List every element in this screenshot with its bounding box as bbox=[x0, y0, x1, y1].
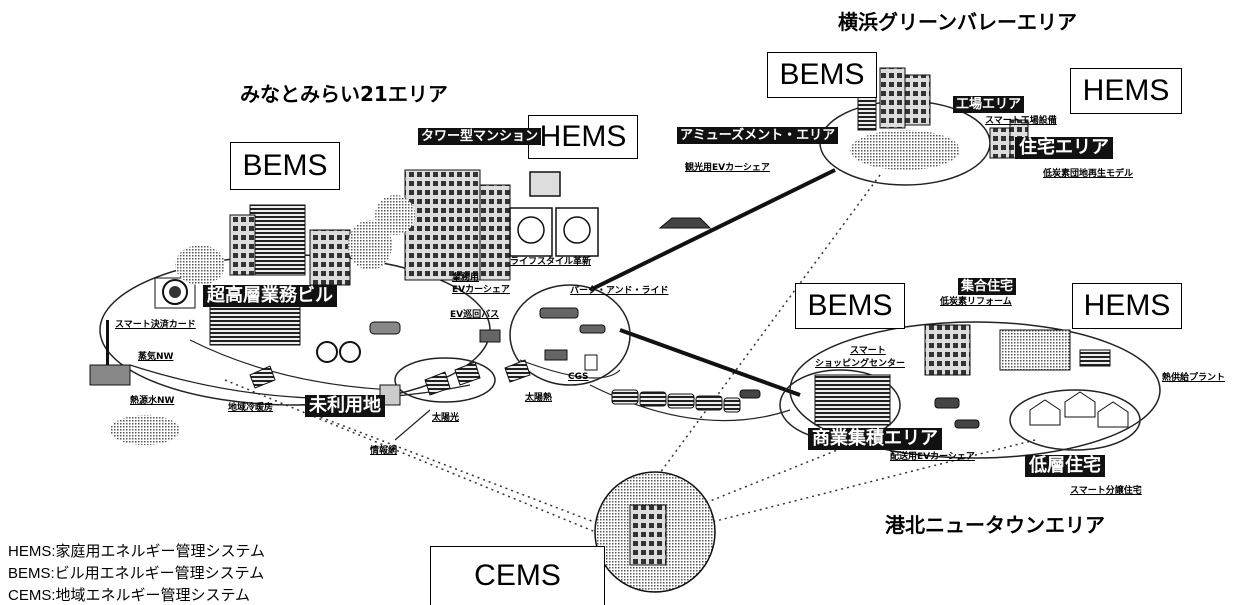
unused-land-tag: 未利用地 bbox=[305, 395, 385, 417]
hot-water-line bbox=[129, 364, 471, 400]
district-cooling-label: 地域冷暖房 bbox=[228, 403, 274, 413]
residential-area-tag: 住宅エリア bbox=[1015, 137, 1113, 159]
park-ride-label: パーク・アンド・ライド bbox=[570, 286, 669, 296]
kohoku-ellipse bbox=[789, 321, 1161, 459]
solar-heat-label: 太陽熱 bbox=[525, 393, 553, 403]
cems-box: CEMS bbox=[430, 546, 605, 605]
low-carbon-reform-label: 低炭素リフォーム bbox=[940, 297, 1012, 307]
heat-plant-label: 熱供給プラント bbox=[1162, 373, 1226, 383]
smart-shopping-label-2: ショッピングセンター bbox=[815, 359, 906, 369]
area-title-minato: みなとみらい21エリア bbox=[240, 82, 448, 106]
smart-payment-label: スマート決済カード bbox=[115, 320, 196, 330]
steam-line bbox=[189, 339, 396, 391]
low-carbon-label: 低炭素団地再生モデル bbox=[1043, 169, 1134, 179]
area-title-kohoku: 港北ニュータウンエリア bbox=[885, 513, 1105, 537]
legend-cems: CEMS:地域エネルギー管理システム bbox=[8, 587, 251, 604]
info-net-line bbox=[394, 409, 431, 441]
factory-area-tag: 工場エリア bbox=[953, 96, 1025, 113]
hems-top-box: HEMS bbox=[1070, 68, 1182, 114]
smart-shopping-label-1: スマート bbox=[850, 346, 886, 356]
park-ride-ellipse bbox=[509, 284, 631, 386]
amusement-area-tag: アミューズメント・エリア bbox=[677, 127, 839, 144]
low-rise-tag: 低層住宅 bbox=[1025, 455, 1105, 477]
steam-nw-label: 蒸気NW bbox=[138, 352, 174, 362]
apartment-tag: 集合住宅 bbox=[958, 278, 1017, 295]
cems-links bbox=[224, 174, 1036, 541]
solar-ellipse bbox=[394, 357, 496, 403]
train bbox=[611, 389, 741, 413]
trunk-links bbox=[589, 168, 836, 397]
park-ride-items bbox=[479, 307, 606, 371]
tower-mansion-tag: タワー型マンション bbox=[418, 128, 542, 145]
legend-hems: HEMS:家庭用エネルギー管理システム bbox=[8, 543, 266, 560]
legend-bems: BEMS:ビル用エネルギー管理システム bbox=[8, 565, 265, 582]
kohoku-buildings bbox=[814, 324, 1129, 428]
hems-right-box: HEMS bbox=[1072, 283, 1182, 329]
business-ev-label-2: EVカーシェア bbox=[452, 285, 510, 295]
super-office-tag: 超高層業務ビル bbox=[203, 285, 337, 307]
hems-center-box: HEMS bbox=[528, 115, 638, 159]
ev-bus-label: EV巡回バス bbox=[450, 310, 500, 320]
delivery-ev-label: 配送用EVカーシェア bbox=[890, 452, 975, 462]
cems-hub bbox=[594, 471, 716, 593]
hot-water-nw-label: 熱源水NW bbox=[130, 396, 175, 406]
business-ev-label: 業務用 bbox=[452, 273, 480, 283]
low-rise-ellipse bbox=[1009, 389, 1141, 451]
residents bbox=[509, 171, 599, 257]
tourism-ev-label: 観光用EVカーシェア bbox=[685, 163, 770, 173]
bems-top-box: BEMS bbox=[767, 52, 877, 98]
commercial-area-tag: 商業集積エリア bbox=[808, 428, 942, 450]
solar-label: 太陽光 bbox=[432, 413, 460, 423]
bems-left-box: BEMS bbox=[230, 142, 340, 190]
smart-housing-label: スマート分譲住宅 bbox=[1070, 486, 1142, 496]
cars bbox=[658, 217, 980, 429]
solar-panels bbox=[249, 359, 531, 396]
yokohama-buildings bbox=[850, 67, 1029, 170]
cgs-label: CGS bbox=[568, 372, 589, 382]
lifestyle-label: ライフスタイル革新 bbox=[510, 257, 592, 267]
info-net-label: 情報網 bbox=[370, 446, 398, 456]
area-title-yokohama: 横浜グリーンバレーエリア bbox=[838, 10, 1077, 34]
cgs-link bbox=[519, 359, 621, 379]
bems-right-box: BEMS bbox=[795, 283, 905, 329]
smart-factory-label: スマート工場設備 bbox=[985, 116, 1057, 126]
